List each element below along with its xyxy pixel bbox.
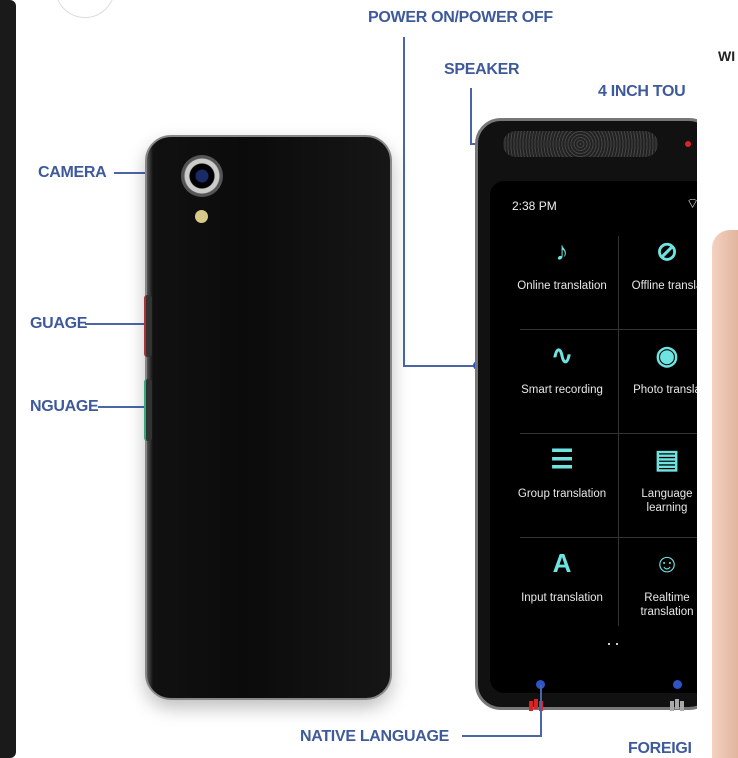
- book-reader-icon: ▤: [654, 444, 680, 474]
- translate-icon: A: [552, 548, 572, 578]
- product-image: POWER ON/POWER OFF SPEAKER 4 INCH TOU CA…: [30, 0, 697, 758]
- label-foreign-language: FOREIGI: [628, 740, 692, 757]
- wifi-icon: ⌔: [686, 195, 697, 211]
- status-time: 2:38 PM: [512, 199, 557, 213]
- menu-group-translation[interactable]: ☰Group translation: [510, 439, 614, 535]
- label-native-language: NATIVE LANGUAGE: [300, 728, 449, 745]
- page-indicator: [608, 643, 610, 645]
- device-screen: 2:38 PM ⌔ ♪Online translation ⊘Offline t…: [490, 181, 697, 693]
- hand-image: [712, 230, 738, 758]
- speaker-grille: [503, 131, 658, 157]
- menu-realtime-translation[interactable]: ☺Realtime translation: [622, 543, 697, 639]
- microphone-icon: ♪: [555, 236, 569, 266]
- flash-icon: [195, 210, 208, 223]
- waveform-icon: ∿: [551, 340, 573, 370]
- menu-photo-translation[interactable]: ◉Photo transla: [622, 335, 697, 431]
- next-card-text: WI: [718, 48, 736, 64]
- label-language-up: GUAGE: [30, 315, 88, 332]
- label-speaker: SPEAKER: [444, 61, 520, 78]
- menu-language-learning[interactable]: ▤Language learning: [622, 439, 697, 535]
- camera-lens-icon: [181, 155, 223, 197]
- camera-icon: ◉: [655, 340, 679, 370]
- device-front: 2:38 PM ⌔ ♪Online translation ⊘Offline t…: [475, 118, 697, 710]
- previous-image-card[interactable]: [0, 0, 16, 758]
- menu-online-translation[interactable]: ♪Online translation: [510, 231, 614, 327]
- menu-smart-recording[interactable]: ∿Smart recording: [510, 335, 614, 431]
- chat-bubbles-icon: ☰: [550, 444, 574, 474]
- label-screen: 4 INCH TOU: [598, 83, 686, 100]
- label-camera: CAMERA: [38, 164, 107, 181]
- no-signal-icon: ⊘: [656, 236, 678, 266]
- device-back: [144, 135, 392, 700]
- next-image-card[interactable]: WI: [710, 0, 738, 758]
- native-button-icon: [534, 699, 538, 709]
- label-language-down: NGUAGE: [30, 398, 99, 415]
- speaker-person-icon: ☺: [653, 548, 681, 578]
- menu-offline-translation[interactable]: ⊘Offline transla: [622, 231, 697, 327]
- foreign-button-icon: [675, 699, 679, 709]
- label-power: POWER ON/POWER OFF: [368, 9, 553, 26]
